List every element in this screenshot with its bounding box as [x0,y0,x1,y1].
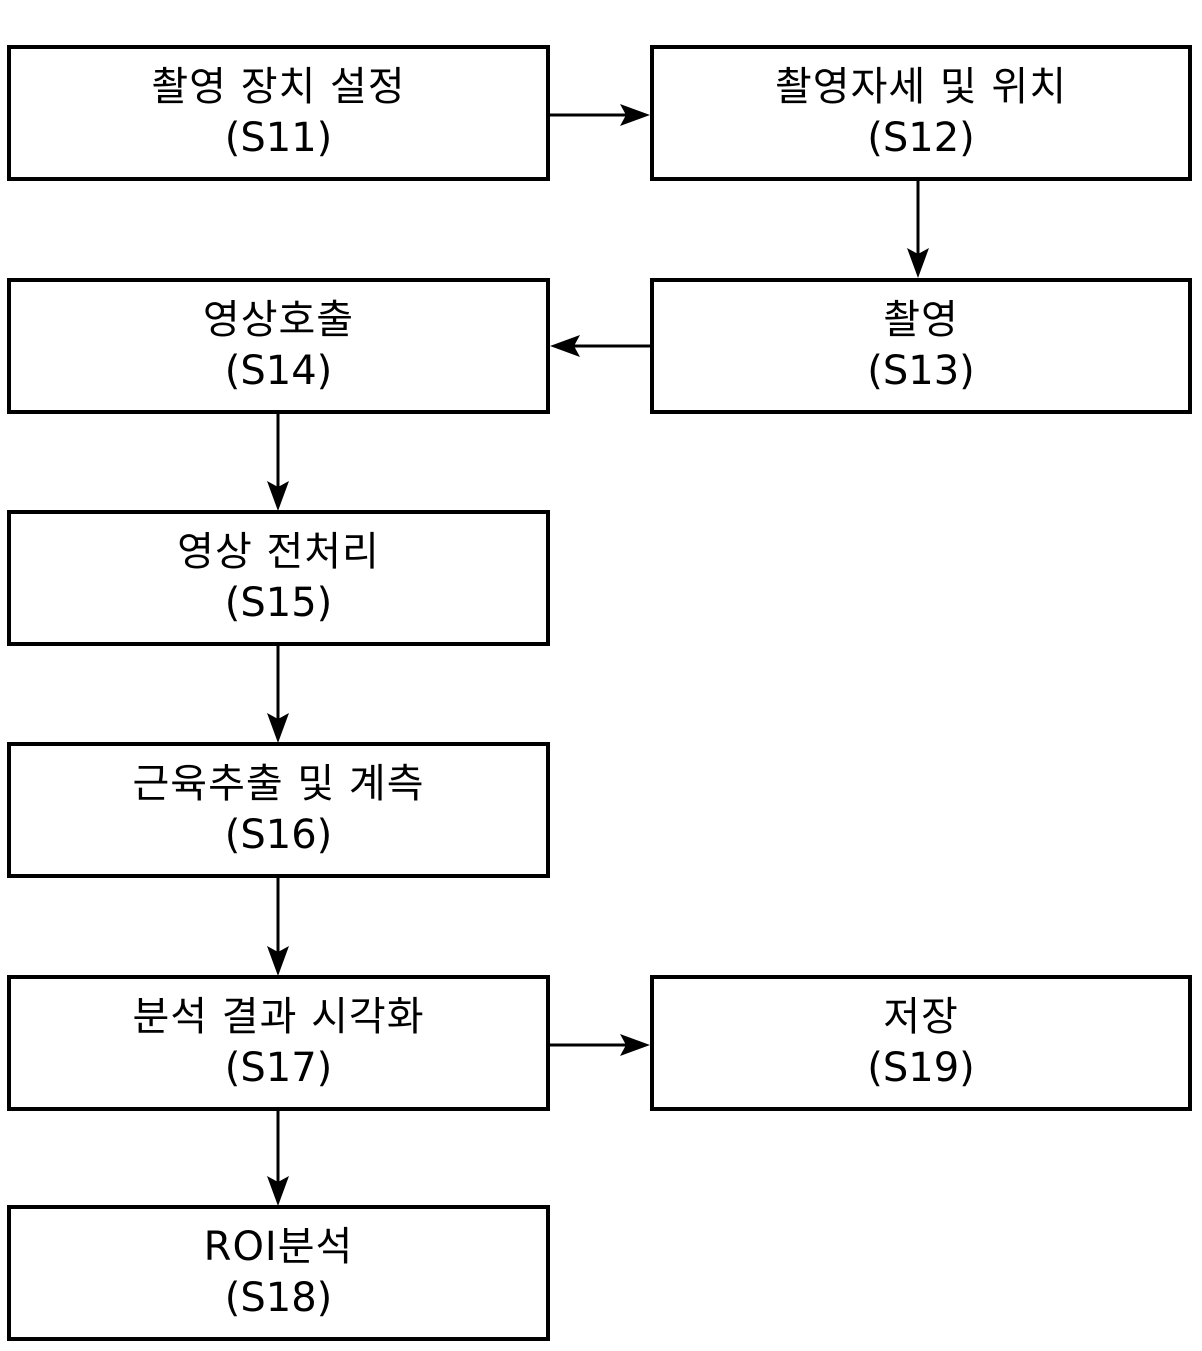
edge-s12-to-s13 [901,179,935,280]
flow-node-s18[interactable]: ROI분석 (S18) [7,1205,550,1341]
flow-node-s11[interactable]: 촬영 장치 설정 (S11) [7,45,550,181]
flow-node-s16[interactable]: 근육추출 및 계측 (S16) [7,742,550,878]
flow-node-s16-title: 근육추출 및 계측 [132,760,425,807]
edge-s15-to-s16 [261,644,295,745]
flow-node-s13[interactable]: 촬영 (S13) [650,278,1192,414]
flow-node-s12-step: (S12) [867,115,975,161]
edge-s14-to-s15 [261,412,295,513]
edge-s17-to-s19 [548,1028,654,1062]
flow-node-s18-step: (S18) [224,1275,333,1321]
flow-node-s11-step: (S11) [224,115,333,161]
flow-node-s15-title: 영상 전처리 [177,528,380,575]
flow-node-s18-title: ROI분석 [203,1223,354,1270]
edge-s16-to-s17 [261,876,295,978]
edge-s17-to-s18 [261,1109,295,1208]
flow-node-s17[interactable]: 분석 결과 시각화 (S17) [7,975,550,1111]
flow-node-s16-step: (S16) [224,812,333,858]
flow-node-s13-title: 촬영 [883,296,959,343]
flow-node-s14-step: (S14) [224,348,333,394]
flow-node-s14-title: 영상호출 [202,296,355,343]
flow-node-s13-step: (S13) [867,348,975,394]
flow-node-s12[interactable]: 촬영자세 및 위치 (S12) [650,45,1192,181]
flow-node-s17-title: 분석 결과 시각화 [132,993,425,1040]
flow-node-s15-step: (S15) [224,580,333,626]
edge-s13-to-s14 [548,329,654,363]
flow-node-s19[interactable]: 저장 (S19) [650,975,1192,1111]
flow-node-s14[interactable]: 영상호출 (S14) [7,278,550,414]
flow-node-s19-step: (S19) [867,1045,975,1091]
flow-node-s15[interactable]: 영상 전처리 (S15) [7,510,550,646]
flow-node-s11-title: 촬영 장치 설정 [151,63,406,110]
flow-node-s12-title: 촬영자세 및 위치 [774,63,1068,110]
flow-node-s19-title: 저장 [883,993,959,1040]
flow-node-s17-step: (S17) [224,1045,333,1091]
edge-s11-to-s12 [548,98,654,132]
